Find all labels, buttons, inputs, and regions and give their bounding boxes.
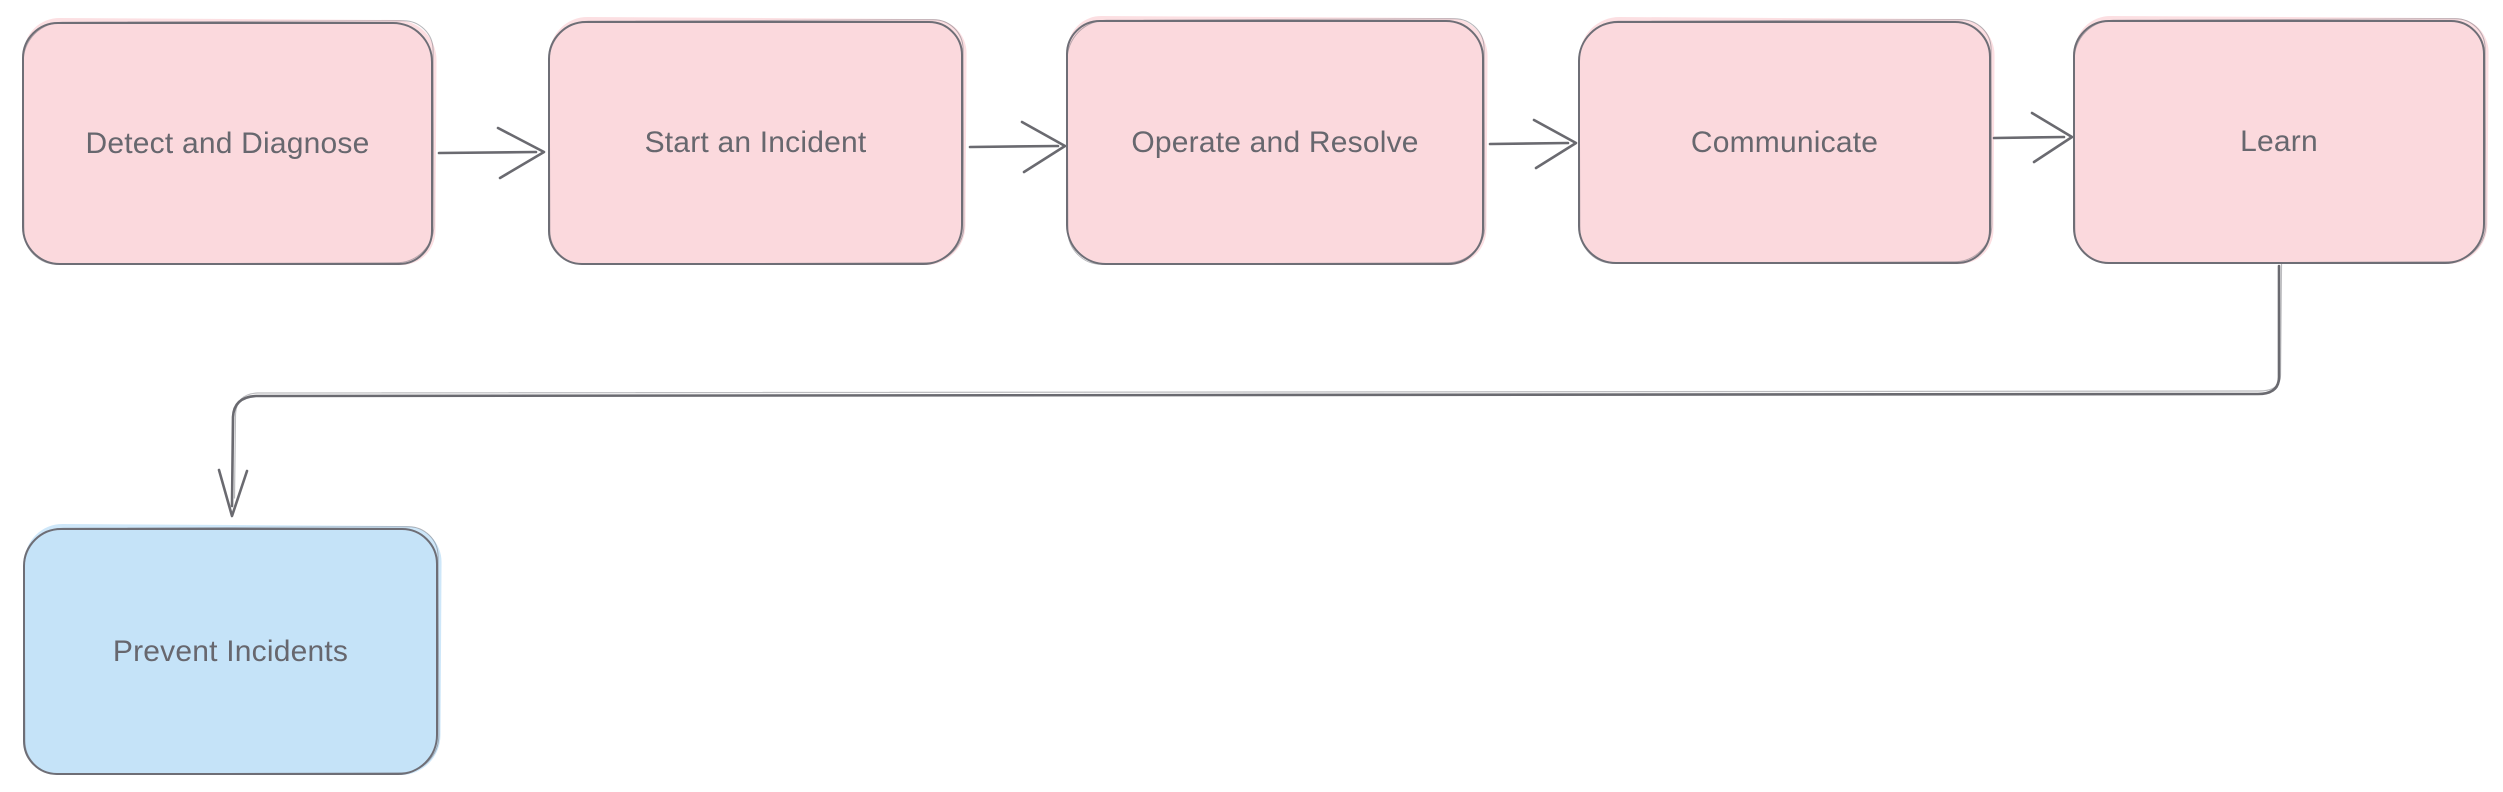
node-operate-and-resolve[interactable]: Operate and Resolve — [1066, 20, 1484, 265]
edge-operate-to-communicate[interactable] — [1488, 118, 1578, 170]
node-learn[interactable]: Learn — [2073, 20, 2485, 264]
edge-detect-to-start[interactable] — [437, 126, 546, 180]
edge-start-to-operate[interactable] — [968, 120, 1067, 174]
node-label: Prevent Incidents — [112, 634, 349, 668]
edge-learn-to-prevent[interactable] — [217, 263, 2283, 518]
node-communicate[interactable]: Communicate — [1578, 21, 1991, 264]
node-label: Detect and Diagnose — [85, 126, 370, 160]
node-detect-and-diagnose[interactable]: Detect and Diagnose — [22, 22, 433, 265]
node-label: Operate and Resolve — [1131, 125, 1419, 159]
node-label: Learn — [2240, 125, 2318, 159]
node-prevent-incidents[interactable]: Prevent Incidents — [23, 528, 438, 775]
node-label: Start an Incident — [644, 126, 867, 160]
edge-communicate-to-learn[interactable] — [1992, 111, 2074, 164]
node-start-an-incident[interactable]: Start an Incident — [548, 21, 963, 265]
node-label: Communicate — [1690, 125, 1879, 159]
